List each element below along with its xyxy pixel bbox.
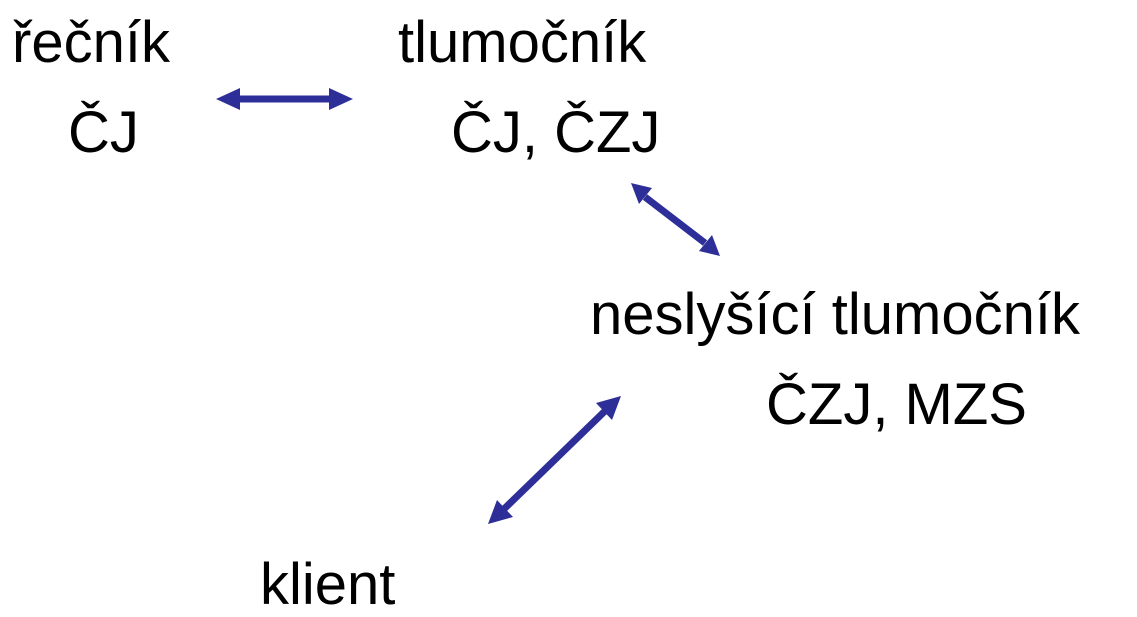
arrow-interpreter-deaf-interpreter (631, 183, 720, 256)
connection-arrows (216, 88, 720, 524)
interpreter-role-label: tlumočník (398, 10, 647, 75)
interpreter-language-label: ČJ, ČZJ (451, 100, 661, 165)
deaf-interpreter-language-label: ČZJ, MZS (766, 372, 1027, 437)
arrow-speaker-interpreter (216, 88, 353, 110)
speaker-role-label: řečník (12, 10, 170, 75)
arrow-deaf-interpreter-client (488, 396, 621, 524)
deaf-interpreter-role-label: neslyšící tlumočník (590, 282, 1080, 347)
speaker-language-label: ČJ (68, 100, 139, 165)
